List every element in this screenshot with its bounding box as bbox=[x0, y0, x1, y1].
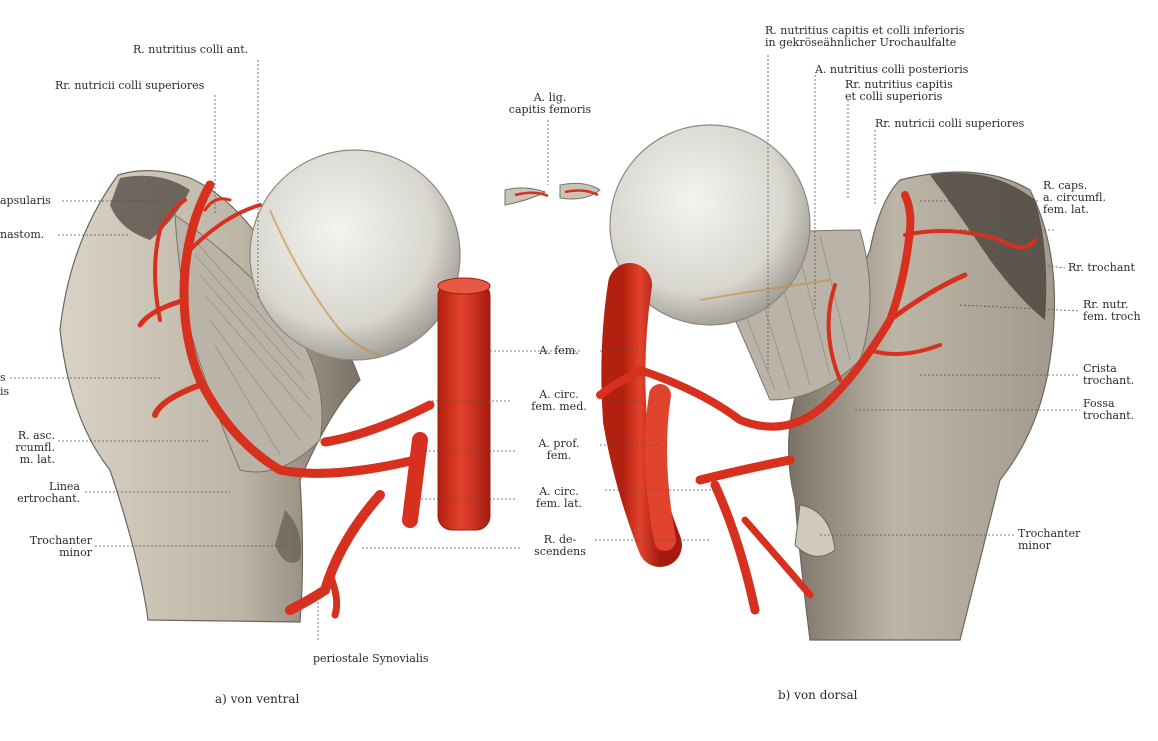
label-a-circ-fem-lat: A. circ. fem. lat. bbox=[536, 485, 582, 510]
greater-trochanter-ventral bbox=[110, 175, 190, 240]
head-vessels-ventral bbox=[269, 209, 381, 356]
a-prof-fem-ventral bbox=[402, 432, 428, 528]
label-rr-nutr-fem-troch: Rr. nutr. fem. troch bbox=[1083, 298, 1141, 323]
label-margin-is: is bbox=[0, 385, 10, 398]
label-fossa-trochant: Fossa trochant. bbox=[1083, 397, 1135, 422]
label-margin-s: s bbox=[0, 371, 6, 384]
a-femoralis-ventral bbox=[437, 281, 491, 531]
femoral-head-ventral bbox=[249, 149, 461, 361]
label-rr-nutritius-capitis-superioris: Rr. nutritius capitis et colli superiori… bbox=[845, 78, 953, 103]
caption-ventral: a) von ventral bbox=[215, 692, 300, 706]
label-a-lig-capitis-femoris: A. lig. capitis femoris bbox=[508, 91, 592, 116]
label-anastom: nastom. bbox=[0, 228, 45, 241]
label-a-circ-fem-med: A. circ. fem. med. bbox=[531, 388, 587, 413]
label-rr-nutricii-colli-superiores-ventral: Rr. nutricii colli superiores bbox=[55, 79, 205, 92]
femur-dorsal bbox=[609, 124, 1056, 641]
trochanter-minor-ventral bbox=[275, 510, 301, 563]
a-circ-fem-med-dorsal bbox=[636, 191, 915, 431]
label-linea-intertrochant: Linea ertrochant. bbox=[17, 480, 80, 505]
label-r-nutritius-colli-ant: R. nutritius colli ant. bbox=[133, 43, 249, 56]
a-circ-fem-lat-dorsal bbox=[695, 455, 795, 485]
label-a-nutritius-colli-posterioris: A. nutritius colli posterioris bbox=[815, 63, 969, 76]
greater-trochanter-dorsal bbox=[930, 172, 1047, 320]
label-capsularis: apsularis bbox=[0, 194, 51, 207]
arteries-ventral bbox=[137, 180, 491, 619]
arteries-dorsal bbox=[596, 191, 1037, 615]
label-a-fem: A. fem. bbox=[539, 344, 579, 357]
r-descendens-ventral bbox=[285, 490, 385, 615]
label-r-caps: R. caps. a. circumfl. fem. lat. bbox=[1043, 179, 1106, 216]
label-trochanter-minor-ventral: Trochanter minor bbox=[29, 534, 92, 559]
label-periostale-synovialis: periostale Synovialis bbox=[313, 652, 429, 665]
label-r-nutritius-capitis-inferioris: R. nutritius capitis et colli inferioris… bbox=[765, 24, 965, 49]
head-vessels-dorsal bbox=[699, 279, 831, 301]
label-a-prof-fem: A. prof. fem. bbox=[538, 437, 580, 462]
femoral-head-dorsal bbox=[609, 124, 811, 326]
a-lig-capitis-vessel bbox=[514, 189, 599, 198]
label-rr-trochant: Rr. trochant bbox=[1068, 261, 1135, 274]
femur-ventral bbox=[59, 149, 461, 623]
a-circ-fem-med-ventral bbox=[320, 400, 435, 447]
label-trochanter-minor-dorsal: Trochanter minor bbox=[1018, 527, 1081, 552]
label-crista-trochant: Crista trochant. bbox=[1083, 362, 1135, 387]
r-descendens-dorsal bbox=[710, 480, 760, 615]
caption-dorsal: b) von dorsal bbox=[778, 688, 858, 702]
label-r-descendens: R. de- scendens bbox=[534, 533, 586, 558]
leader-lines bbox=[10, 55, 1081, 640]
a-femoralis-dorsal bbox=[601, 263, 682, 567]
label-r-asc-circumfl: R. asc. rcumfl. m. lat. bbox=[15, 429, 55, 466]
label-rr-nutricii-colli-superiores-dorsal: Rr. nutricii colli superiores bbox=[875, 117, 1025, 130]
trochanter-minor-dorsal bbox=[794, 504, 836, 557]
capsule-fibers-ventral bbox=[189, 234, 313, 456]
